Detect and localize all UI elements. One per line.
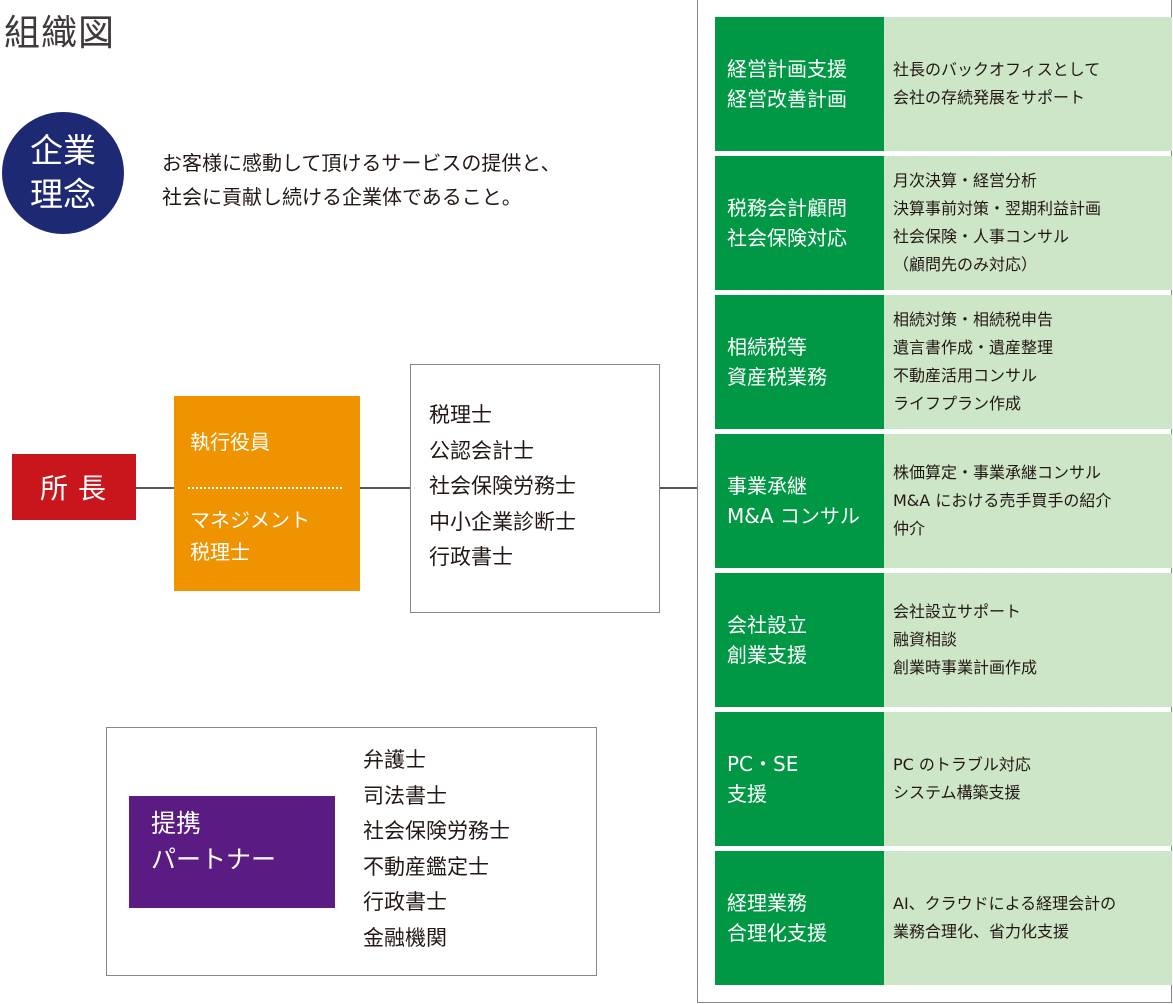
page-title: 組織図 [4, 13, 116, 54]
partners-label: 提携 パートナー [129, 796, 335, 908]
service-title: 経理業務 合理化支援 [715, 851, 884, 985]
partner-item: 弁護士 [363, 748, 426, 772]
service-description: 株価算定・事業承継コンサル M&A における売手買手の紹介 仲介 [884, 434, 1172, 568]
partner-item: 不動産鑑定士 [363, 854, 489, 879]
service-title: 相続税等 資産税業務 [715, 295, 884, 429]
president-label: 所長 [39, 472, 116, 505]
service-description: PC のトラブル対応 システム構築支援 [884, 712, 1172, 846]
service-title: 会社設立 創業支援 [715, 573, 884, 707]
service-description: 会社設立サポート 融資相談 創業時事業計画作成 [884, 573, 1172, 707]
service-row: 経営計画支援 経営改善計画 社長のバックオフィスとして 会社の存続発展をサポート [715, 17, 1172, 151]
service-title: PC・SE 支援 [715, 712, 884, 846]
service-description: AI、クラウドによる経理会計の 業務合理化、省力化支援 [884, 851, 1172, 985]
qualification-item: 公認会計士 [429, 438, 534, 463]
service-row: 経理業務 合理化支援 AI、クラウドによる経理会計の 業務合理化、省力化支援 [715, 851, 1172, 985]
qualification-item: 社会保険労務士 [429, 474, 576, 498]
qualification-item: 税理士 [429, 403, 492, 427]
service-row: 事業承継 M&A コンサル 株価算定・事業承継コンサル M&A における売手買手… [715, 434, 1172, 568]
partner-item: 金融機関 [363, 925, 447, 950]
president-box: 所長 [12, 454, 136, 520]
partner-item: 社会保険労務士 [363, 819, 510, 843]
service-title: 経営計画支援 経営改善計画 [715, 17, 884, 151]
service-row: PC・SE 支援 PC のトラブル対応 システム構築支援 [715, 712, 1172, 846]
qualifications-box: 税理士 公認会計士 社会保険労務士 中小企業診断士 行政書士 [410, 364, 660, 613]
partners-list: 弁護士 司法書士 社会保険労務士 不動産鑑定士 行政書士 金融機関 [363, 743, 510, 956]
connector-qualifications-services [660, 487, 697, 489]
executive-divider [188, 487, 342, 489]
connector-president-executive [136, 487, 174, 489]
philosophy-statement: お客様に感動して頂けるサービスの提供と、 社会に貢献し続ける企業体であること。 [162, 151, 561, 209]
executive-title: 執行役員 [190, 430, 270, 454]
partner-item: 司法書士 [363, 783, 447, 808]
service-row: 税務会計顧問 社会保険対応 月次決算・経営分析 決算事前対策・翌期利益計画 社会… [715, 156, 1172, 290]
service-row: 相続税等 資産税業務 相続対策・相続税申告 遺言書作成・遺産整理 不動産活用コン… [715, 295, 1172, 429]
qualification-item: 行政書士 [429, 545, 513, 569]
service-title: 事業承継 M&A コンサル [715, 434, 884, 568]
partner-item: 行政書士 [363, 890, 447, 914]
management-tax-accountant: マネジメント 税理士 [190, 508, 310, 564]
qualification-item: 中小企業診断士 [429, 509, 576, 534]
service-description: 相続対策・相続税申告 遺言書作成・遺産整理 不動産活用コンサル ライフプラン作成 [884, 295, 1172, 429]
philosophy-badge: 企業 理念 [2, 112, 124, 234]
qualifications-list: 税理士 公認会計士 社会保険労務士 中小企業診断士 行政書士 [429, 398, 576, 576]
service-title: 税務会計顧問 社会保険対応 [715, 156, 884, 290]
executive-box: 執行役員 マネジメント 税理士 [174, 396, 360, 591]
partners-box: 提携 パートナー 弁護士 司法書士 社会保険労務士 不動産鑑定士 行政書士 金融… [106, 727, 597, 976]
service-description: 月次決算・経営分析 決算事前対策・翌期利益計画 社会保険・人事コンサル （顧問先… [884, 156, 1172, 290]
service-description: 社長のバックオフィスとして 会社の存続発展をサポート [884, 17, 1172, 151]
service-row: 会社設立 創業支援 会社設立サポート 融資相談 創業時事業計画作成 [715, 573, 1172, 707]
connector-executive-qualifications [360, 487, 410, 489]
